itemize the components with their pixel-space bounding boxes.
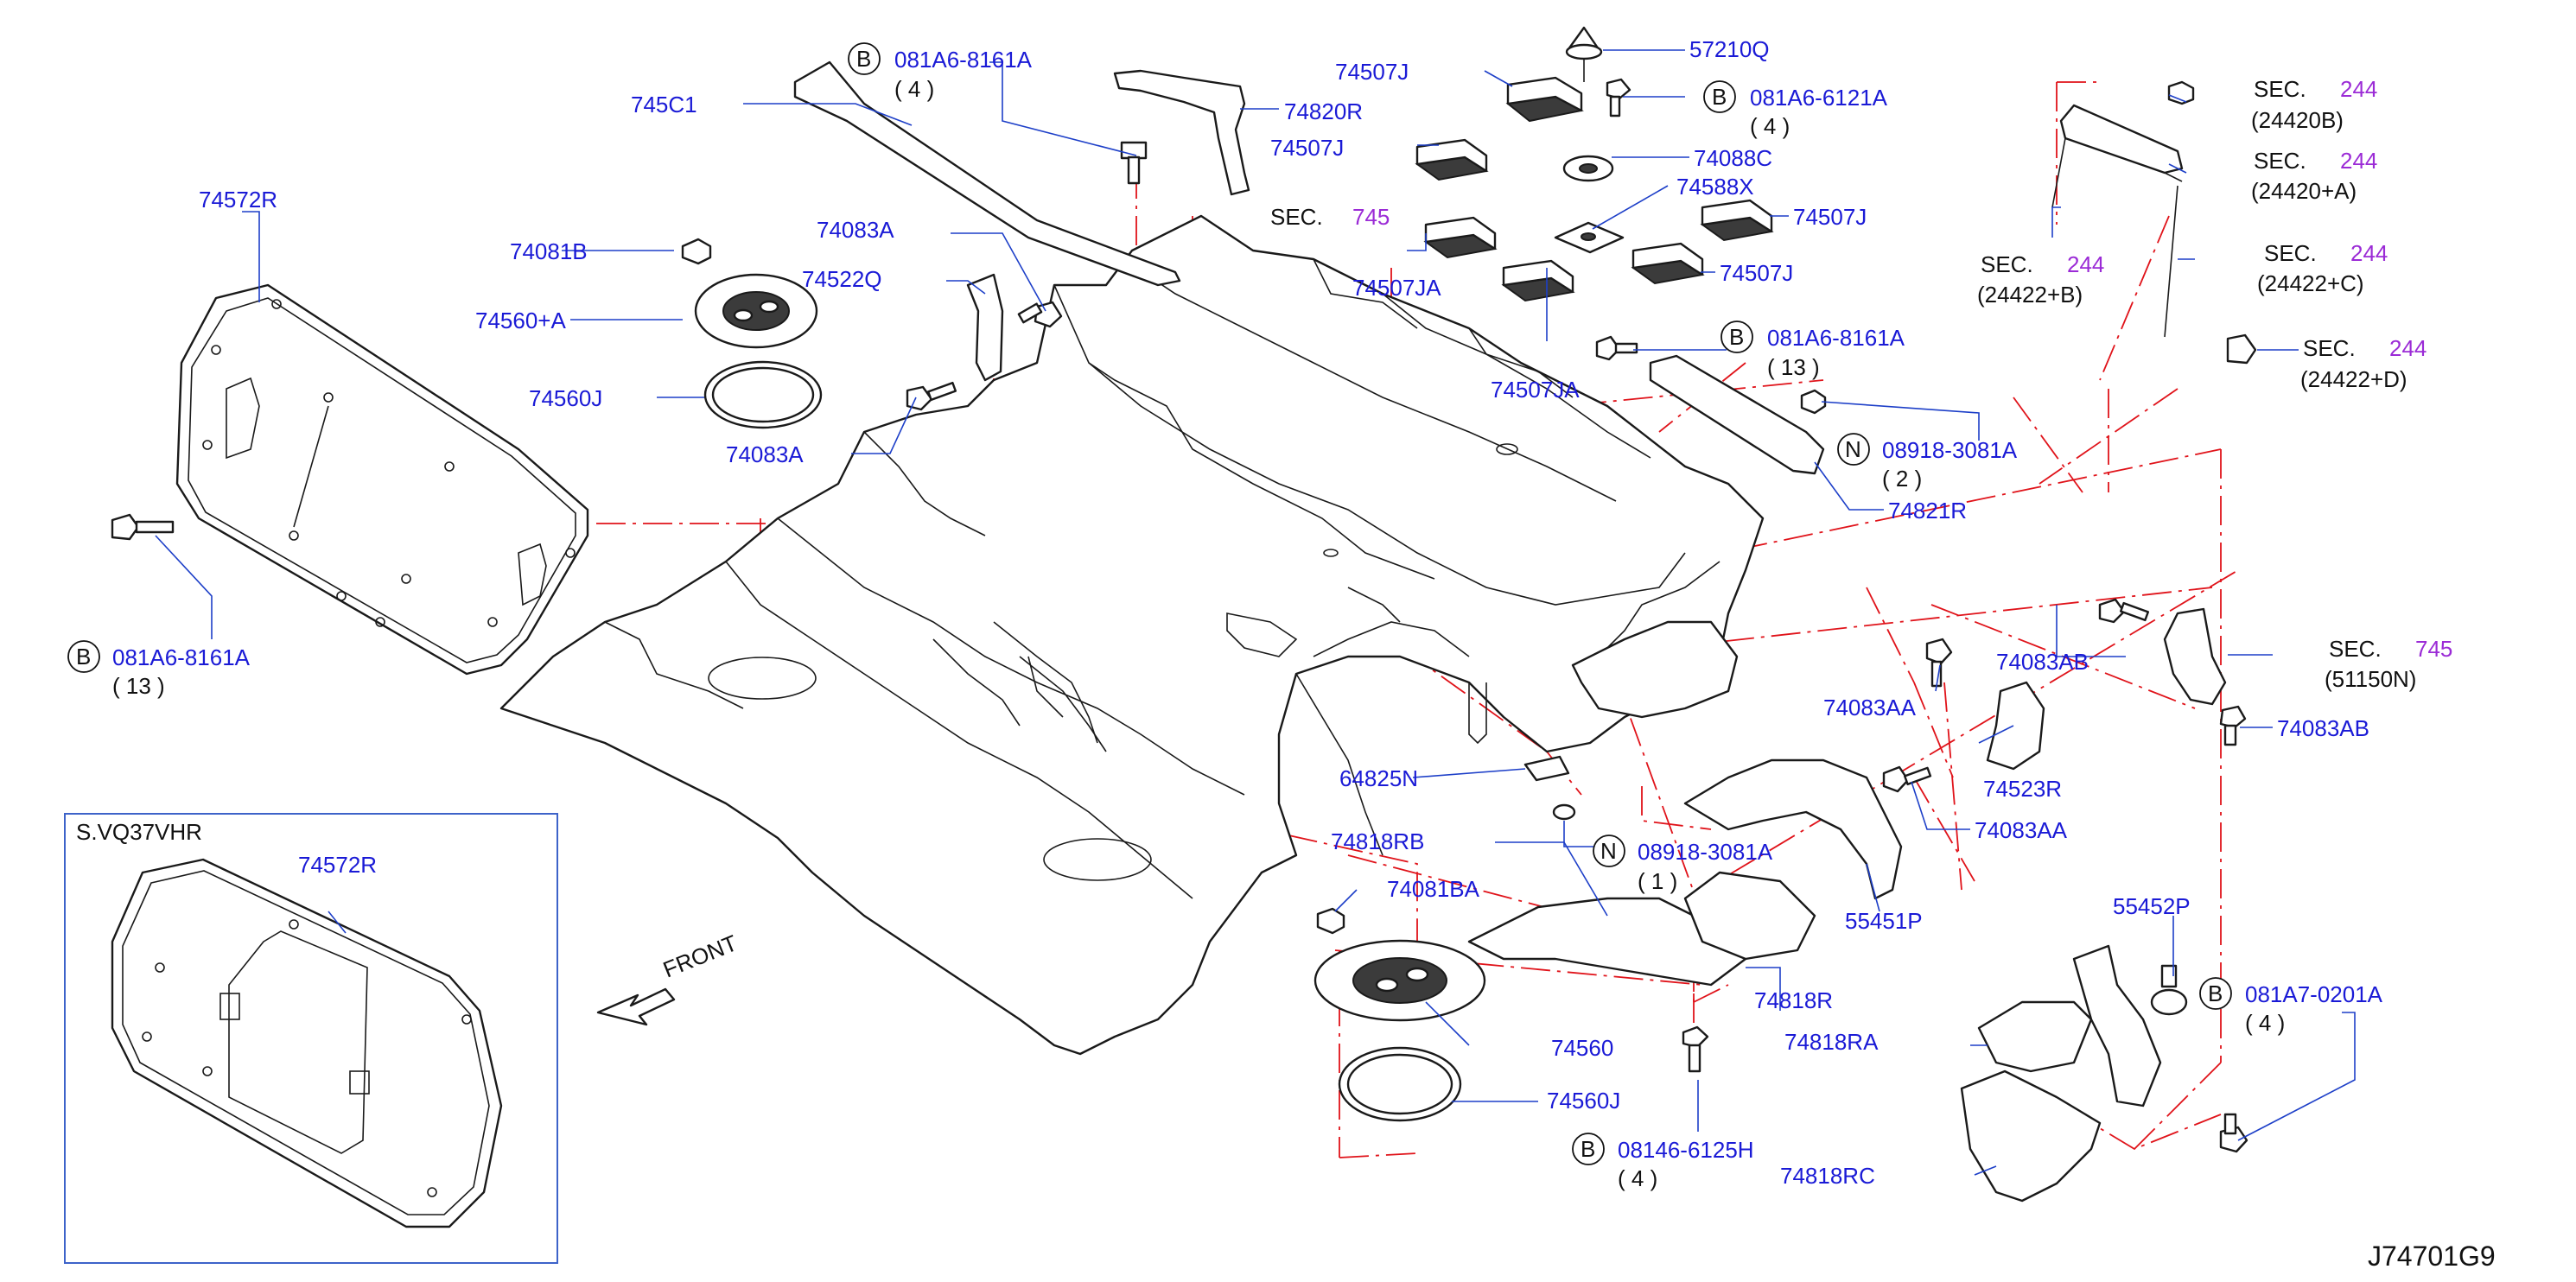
label-74083AA-1: 74083AA	[1823, 695, 1917, 720]
sec-244-word-2: SEC.	[2254, 148, 2306, 174]
label-74507J-2: 74507J	[1335, 59, 1409, 85]
label-74820R: 74820R	[1284, 98, 1363, 124]
label-74572R: 74572R	[199, 187, 277, 213]
sec-244-1: 244	[2340, 76, 2377, 102]
callout-letter-b-mid: B	[1729, 324, 1744, 350]
ref-24420A: (24420+A)	[2251, 178, 2357, 204]
callout-code-n-mid: 08918-3081A	[1882, 437, 2018, 463]
callout-letter-n-bot: N	[1600, 838, 1617, 864]
front-label: FRONT	[659, 930, 741, 982]
callout-qty-b-top: ( 4 )	[894, 76, 934, 102]
callout-qty-n-bot: ( 1 )	[1638, 868, 1677, 894]
sec-244-word-1: SEC.	[2254, 76, 2306, 102]
ref-24422B: (24422+B)	[1977, 282, 2083, 308]
label-74560J-bottom: 74560J	[1547, 1088, 1620, 1114]
label-74818RA: 74818RA	[1784, 1029, 1879, 1055]
label-55452P: 55452P	[2113, 893, 2191, 919]
label-57210Q: 57210Q	[1689, 36, 1770, 62]
leader-lines	[155, 49, 2356, 1176]
bolt-callouts: B 081A6-8161A ( 4 ) B 081A6-6121A ( 4 ) …	[67, 42, 2383, 1191]
callout-code-b-top: 081A6-8161A	[894, 47, 1033, 73]
floor-panel-body	[499, 214, 1765, 1056]
callout-code-n-bot: 08918-3081A	[1638, 839, 1773, 865]
inset-title: S.VQ37VHR	[76, 819, 202, 845]
label-74818RB: 74818RB	[1331, 828, 1424, 854]
label-74818RC: 74818RC	[1780, 1163, 1875, 1189]
section-references: SEC. 745 SEC. 244 (24420B) SEC. 244 (244…	[1270, 76, 2452, 692]
label-74088C: 74088C	[1694, 145, 1772, 171]
label-74560: 74560	[1551, 1035, 1613, 1061]
callout-letter-n-mid: N	[1845, 436, 1861, 462]
fasteners	[111, 26, 2257, 1203]
callout-letter-b-br: B	[2208, 981, 2223, 1006]
callout-letter-b-bot: B	[1581, 1136, 1595, 1162]
callout-qty-b-bot: ( 4 )	[1618, 1165, 1657, 1191]
part-labels: 745C1 74572R 74081B 74560+A 74560J 74083…	[76, 36, 2496, 1272]
label-74507JA-1: 74507JA	[1352, 275, 1441, 301]
callout-qty-b-right: ( 4 )	[1750, 113, 1790, 139]
sec-244-word-3: SEC.	[1981, 251, 2033, 277]
sec-244-word-5: SEC.	[2303, 335, 2356, 361]
callout-letter-b-top: B	[856, 46, 871, 72]
callout-qty-b-mid: ( 13 )	[1767, 354, 1820, 380]
label-74083AA-2: 74083AA	[1975, 817, 2068, 843]
label-74507J-1: 74507J	[1270, 135, 1344, 161]
callout-code-b-right: 081A6-6121A	[1750, 85, 1888, 111]
trunk-floor-board	[175, 283, 589, 676]
front-direction-arrow	[596, 987, 676, 1026]
label-74572R-inset: 74572R	[298, 852, 377, 878]
diagram-id: J74701G9	[2368, 1241, 2496, 1272]
ref-24422D: (24422+D)	[2300, 366, 2407, 392]
label-74507J-4: 74507J	[1720, 260, 1793, 286]
label-55451P: 55451P	[1845, 908, 1923, 934]
label-74083AB-2: 74083AB	[2277, 715, 2369, 741]
label-74560J-top: 74560J	[529, 385, 602, 411]
label-74507J-3: 74507J	[1793, 204, 1867, 230]
label-74081BA: 74081BA	[1387, 876, 1480, 902]
sec-745-word: SEC.	[1270, 204, 1323, 230]
callout-qty-n-mid: ( 2 )	[1882, 466, 1922, 492]
label-74818R: 74818R	[1754, 987, 1833, 1013]
ref-51150N: (51150N)	[2325, 666, 2416, 692]
label-74083A-top: 74083A	[817, 217, 894, 243]
label-74560A: 74560+A	[475, 308, 566, 333]
label-74081B: 74081B	[510, 238, 588, 264]
label-74821R: 74821R	[1888, 498, 1967, 524]
callout-qty-b-left: ( 13 )	[112, 673, 165, 699]
callout-letter-b-left: B	[76, 644, 91, 670]
sec-745-top: 745	[1352, 204, 1390, 230]
callout-qty-b-br: ( 4 )	[2245, 1010, 2285, 1036]
sec-745-right: 745	[2415, 636, 2452, 662]
callout-code-b-left: 081A6-8161A	[112, 644, 251, 670]
label-64825N: 64825N	[1339, 765, 1418, 791]
callout-code-b-mid: 081A6-8161A	[1767, 325, 1905, 351]
sec-745-word-right: SEC.	[2329, 636, 2382, 662]
callout-code-b-bot: 08146-6125H	[1618, 1137, 1754, 1163]
inset-variant-panel	[64, 813, 558, 1264]
sec-244-5: 244	[2389, 335, 2427, 361]
ref-24420B: (24420B)	[2251, 107, 2344, 133]
callout-letter-b-right: B	[1712, 84, 1727, 110]
label-74523R: 74523R	[1983, 776, 2062, 802]
sec-244-2: 244	[2340, 148, 2377, 174]
label-745C1: 745C1	[631, 92, 697, 117]
callout-code-b-br: 081A7-0201A	[2245, 981, 2383, 1007]
label-74083AB-1: 74083AB	[1996, 649, 2089, 675]
label-74522Q: 74522Q	[802, 266, 882, 292]
label-74588X: 74588X	[1676, 174, 1754, 200]
label-74083A-mid: 74083A	[726, 441, 804, 467]
label-74507JA-2: 74507JA	[1491, 377, 1580, 403]
sec-244-word-4: SEC.	[2264, 240, 2317, 266]
sec-244-4: 244	[2350, 240, 2388, 266]
ref-24422C: (24422+C)	[2257, 270, 2364, 296]
sec-244-3: 244	[2067, 251, 2104, 277]
